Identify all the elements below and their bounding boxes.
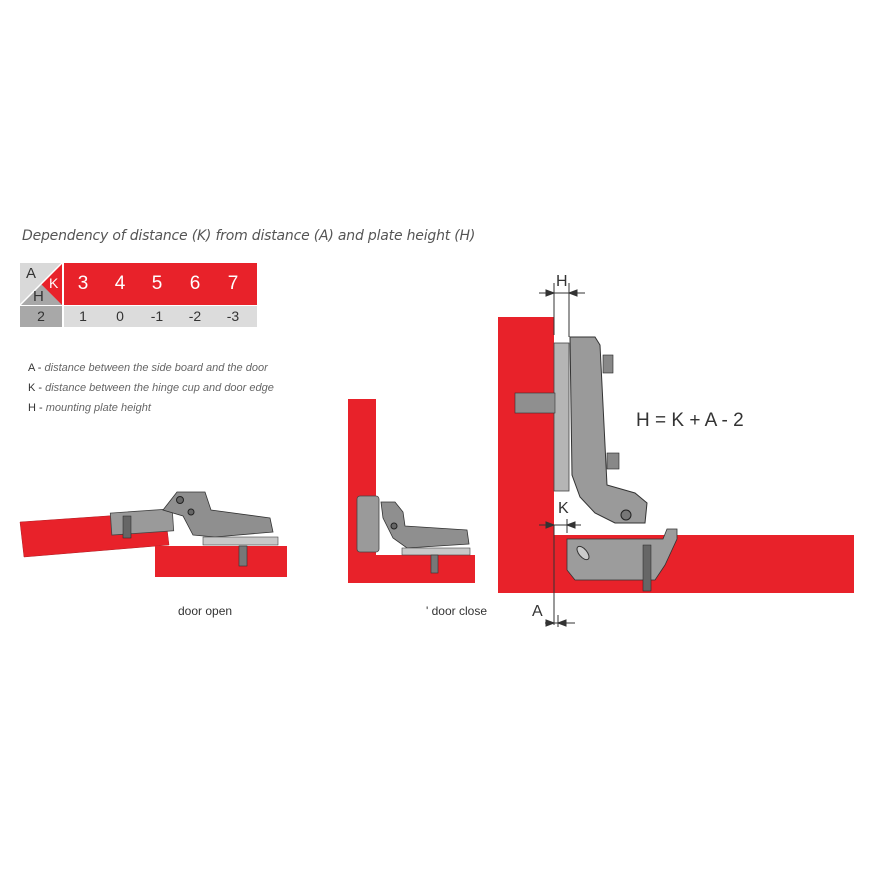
dimension-label-k: K [558,500,569,517]
a-value: -1 [150,308,164,324]
h-value-cell: 2 [20,306,62,327]
k-value: 6 [189,273,201,294]
dimension-label-a: A [532,603,543,620]
corner-label-h: H [33,288,44,305]
door-close-illustration [348,399,475,583]
legend-item-a: A - distance between the side board and … [28,362,268,374]
formula-text: H = K + A - 2 [636,410,744,431]
k-values-row: 3 4 5 6 7 [64,263,257,305]
door-open-illustration [19,491,287,577]
a-value: -2 [188,308,202,324]
corner-label-a: A [26,265,37,282]
hinge-open-icon [109,491,279,567]
k-value: 4 [114,273,126,294]
hinge-detail-icon [514,336,678,592]
dimension-label-h: H [556,273,568,290]
legend-item-h: H - mounting plate height [28,402,151,414]
hinge-closed-icon [356,495,471,574]
a-value: 1 [79,308,87,324]
caption-door-close: ' door close [426,604,487,618]
k-value: 3 [77,273,89,294]
k-value: 5 [151,273,163,294]
k-value: 7 [227,273,239,294]
a-value: 0 [116,308,124,324]
a-values-row: 1 0 -1 -2 -3 [64,306,257,327]
hinge-detail-illustration [498,283,854,627]
diagram-title: Dependency of distance (K) from distance… [22,228,476,244]
legend-item-k: K - distance between the hinge cup and d… [28,382,274,394]
dependency-table: A K H 2 3 4 5 6 7 1 0 -1 -2 -3 [20,263,257,327]
a-value: -3 [226,308,240,324]
dimension-lines [539,283,585,627]
caption-door-open: door open [178,604,233,618]
corner-label-k: K [49,275,59,291]
corner-header-cell [20,263,62,305]
side-board [498,317,554,593]
